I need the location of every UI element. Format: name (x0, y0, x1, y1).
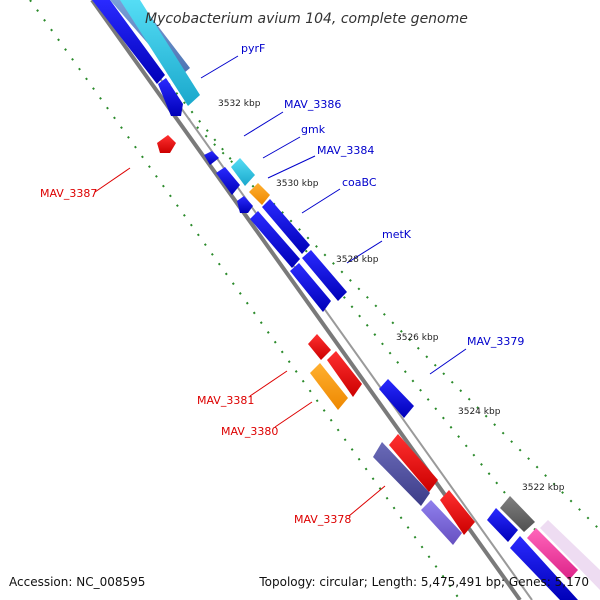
accession-text: Accession: NC_008595 (9, 575, 145, 589)
gene-labels-reverse: MAV_3387 MAV_3381 MAV_3380 MAV_3378 (40, 187, 351, 526)
gene-block[interactable] (290, 263, 331, 312)
gene-block[interactable] (158, 78, 183, 116)
gene-label-coaBC[interactable]: coaBC (342, 176, 377, 189)
gridline (29, 0, 461, 600)
gene-gmk[interactable] (231, 158, 255, 186)
gene-labels-forward: pyrF MAV_3386 gmk MAV_3384 coaBC metK MA… (241, 42, 524, 348)
map-title: Mycobacterium avium 104, complete genome (145, 11, 468, 27)
gene-label-MAV_3378[interactable]: MAV_3378 (294, 513, 351, 526)
gene-block[interactable] (92, 0, 165, 84)
gene-MAV_3379[interactable] (379, 379, 414, 418)
gene-block[interactable] (216, 167, 240, 195)
gridline (99, 0, 561, 561)
gene-MAV_3381[interactable] (327, 351, 362, 397)
gene-label-MAV_3381[interactable]: MAV_3381 (197, 394, 254, 407)
gene-MAV_3387[interactable] (157, 135, 176, 153)
gene-track (92, 0, 600, 600)
kbp-label: 3526 kbp (396, 333, 439, 343)
gene-block[interactable] (510, 536, 578, 600)
gene-label-pyrF[interactable]: pyrF (241, 42, 265, 55)
gene-label-MAV_3380[interactable]: MAV_3380 (221, 425, 278, 438)
gene-label-MAV_3379[interactable]: MAV_3379 (467, 335, 524, 348)
gene-MAV_3380[interactable] (310, 363, 348, 410)
gene-label-metK[interactable]: metK (382, 228, 412, 241)
kbp-gridlines (29, 0, 600, 600)
gene-label-gmk[interactable]: gmk (301, 123, 326, 136)
label-leaders (94, 55, 467, 517)
gene-MAV_3378[interactable] (373, 442, 430, 506)
gene-block[interactable] (540, 520, 600, 590)
genome-backbone (90, 0, 533, 600)
gene-metK[interactable] (302, 250, 347, 301)
kbp-label: 3522 kbp (522, 483, 565, 493)
gene-coaBC-a[interactable] (249, 183, 270, 205)
kbp-label: 3524 kbp (458, 407, 501, 417)
gene-label-MAV_3384[interactable]: MAV_3384 (317, 144, 374, 157)
gene-block[interactable] (421, 500, 462, 545)
kbp-label: 3528 kbp (336, 255, 379, 265)
gene-MAV_3382[interactable] (308, 334, 331, 360)
kbp-labels: 3532 kbp 3530 kbp 3528 kbp 3526 kbp 3524… (218, 99, 565, 493)
gene-label-MAV_3387[interactable]: MAV_3387 (40, 187, 97, 200)
gene-block[interactable] (487, 508, 518, 542)
gene-block[interactable] (250, 211, 300, 268)
kbp-label: 3532 kbp (218, 99, 261, 109)
gene-label-MAV_3386[interactable]: MAV_3386 (284, 98, 341, 111)
kbp-label: 3530 kbp (276, 179, 319, 189)
gene-MAV_3386[interactable] (204, 151, 219, 165)
gene-coaBC[interactable] (262, 199, 310, 254)
gene-pyrF[interactable] (120, 0, 200, 106)
gene-block[interactable] (527, 528, 578, 580)
gene-block[interactable] (440, 490, 475, 535)
genome-summary-text: Topology: circular; Length: 5,475,491 bp… (258, 575, 589, 589)
gene-block[interactable] (389, 434, 438, 492)
gene-block[interactable] (237, 196, 253, 213)
gene-block[interactable] (500, 496, 535, 532)
